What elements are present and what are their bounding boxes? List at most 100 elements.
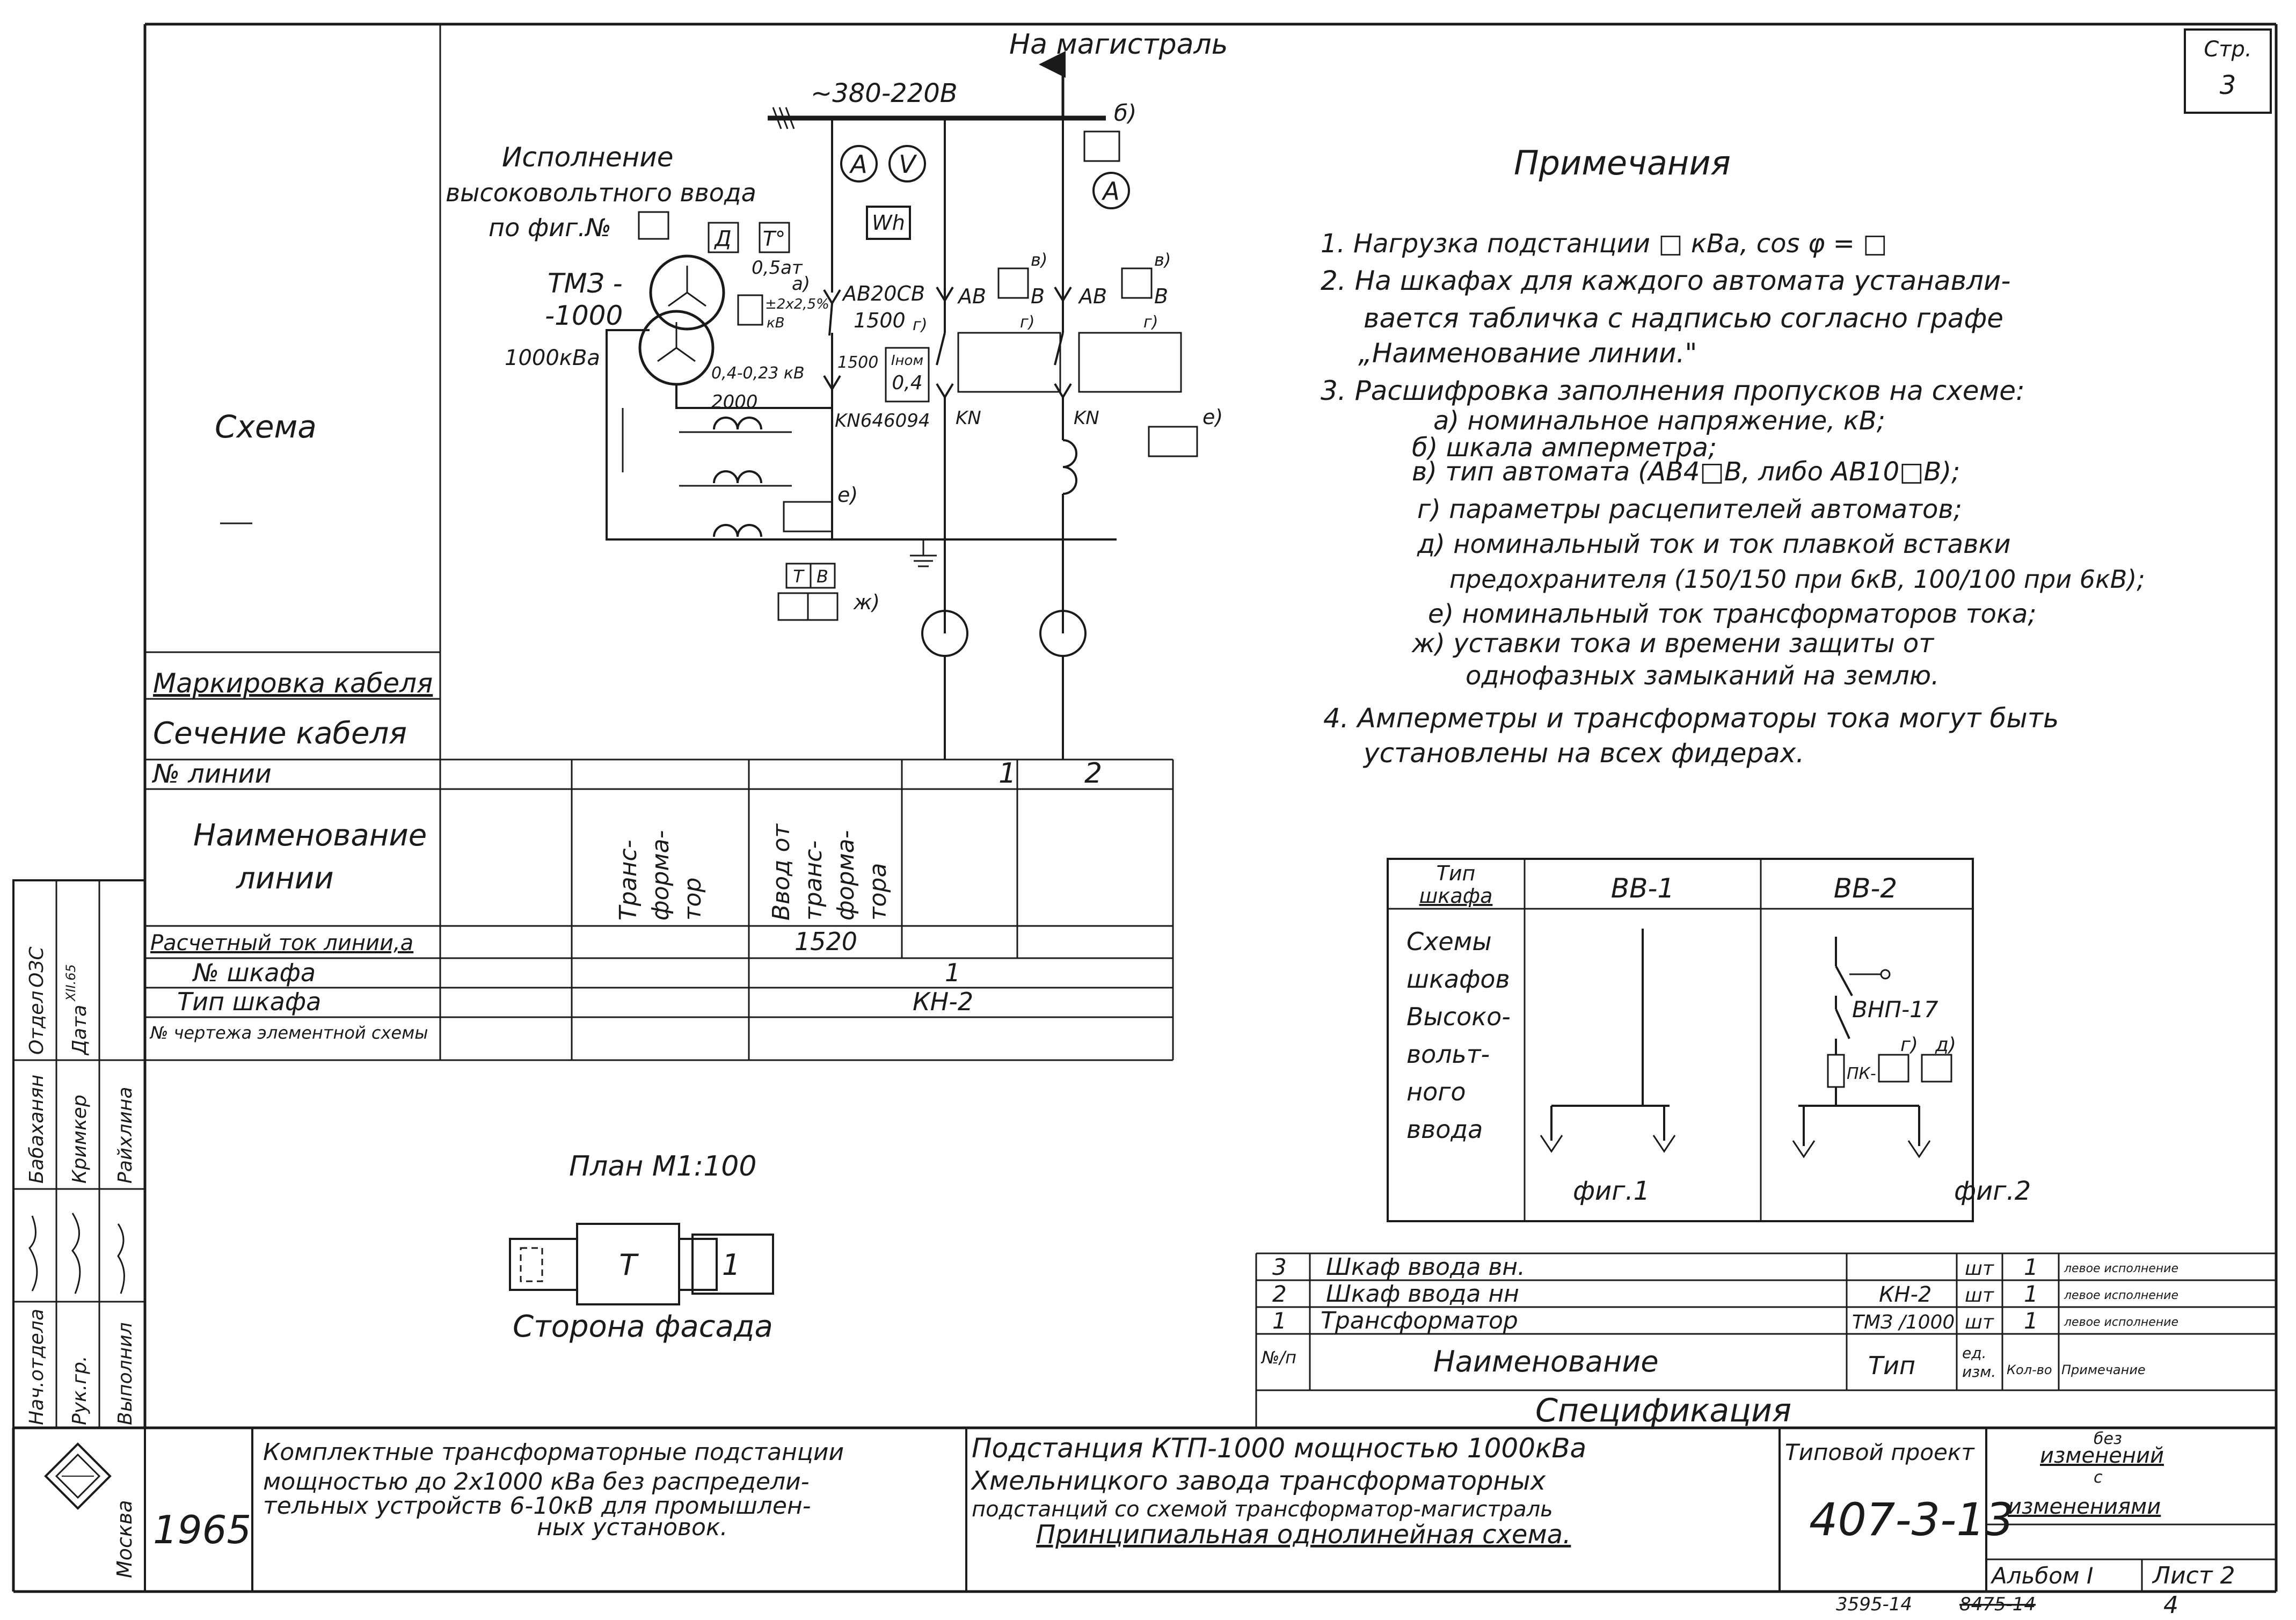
svg-text:±2х2,5%: ±2х2,5% (765, 296, 829, 312)
line-table-grid (145, 24, 1174, 1061)
transformer-type-2: -1000 (545, 300, 623, 331)
svg-text:1500: 1500 (854, 309, 906, 332)
svg-text:Нач.отдела: Нач.отдела (26, 1309, 48, 1425)
thermo-box (759, 222, 790, 253)
svg-text:установлены на всех фидерах.: установлены на всех фидерах. (1362, 738, 1804, 769)
sheet-number-box: Стр. 3 (2184, 28, 2272, 114)
svg-text:Кол-во: Кол-во (2007, 1362, 2052, 1377)
svg-text:ж) уставки тока и времени защи: ж) уставки тока и времени защиты от (1411, 629, 1935, 659)
svg-text:вольт-: вольт- (1406, 1040, 1490, 1069)
svg-text:ных установок.: ных установок. (537, 1514, 727, 1541)
facade-label: Сторона фасада (513, 1309, 773, 1344)
ammeter-icon (840, 145, 878, 183)
project-number: 407-3-13 (1809, 1493, 2014, 1546)
svg-text:Т: Т (619, 1248, 639, 1282)
signature-stamp: Нач.отдела Рук.гр. Выполнил Бабаханян Кр… (12, 879, 146, 1429)
svg-text:Тип: Тип (1437, 862, 1476, 885)
notes-block: Примечания 1. Нагрузка подстанции □ кВа,… (1321, 143, 2145, 769)
svg-text:Райхлина: Райхлина (114, 1087, 136, 1184)
year-label: 1965 (153, 1507, 251, 1552)
title-block: Москва 1965 Комплектные трансформаторные… (44, 1428, 2276, 1619)
col-input-3: форма- (832, 830, 859, 921)
col-transformer-3: тор (679, 878, 706, 921)
calc-current-value: 1520 (795, 927, 857, 956)
svg-text:0,5ат: 0,5ат (752, 257, 803, 279)
svg-text:Т: Т (793, 566, 805, 587)
svg-text:2: 2 (1272, 1281, 1287, 1307)
svg-text:шт: шт (1965, 1311, 1994, 1333)
signature-2 (71, 1213, 81, 1294)
line-no-2: 2 (1084, 757, 1102, 790)
svg-text:Выполнил: Выполнил (114, 1322, 136, 1425)
svg-text:изменений: изменений (2040, 1443, 2164, 1468)
to-main-label: На магистраль (1009, 28, 1228, 61)
svg-text:Схемы: Схемы (1406, 927, 1492, 956)
col-input-2: транс- (800, 841, 827, 921)
svg-text:XII.65: XII.65 (63, 964, 78, 1002)
svg-text:изменениями: изменениями (2008, 1494, 2161, 1519)
feeder-2: АВ в) В г) KN е) (1039, 118, 1223, 760)
svg-text:г) параметры расцепителей авто: г) параметры расцепителей автоматов; (1417, 494, 1962, 524)
single-line-diagram: На магистраль ~380-220В б) A V Wh A Испо… (446, 28, 1228, 760)
hv-cabinet-table: Тип шкафа ВВ-1 ВВ-2 Схемы шкафов Высоко-… (1387, 858, 2031, 1222)
svg-text:с: с (2094, 1468, 2103, 1487)
svg-text:ед.: ед. (1962, 1344, 1987, 1362)
svg-text:изм.: изм. (1962, 1363, 1996, 1381)
svg-text:1: 1 (2024, 1308, 2038, 1334)
svg-text:г): г) (1143, 313, 1158, 332)
institute-logo-icon (44, 1442, 112, 1510)
line-name-label-1: Наименование (193, 818, 427, 853)
svg-text:шкафа: шкафа (1419, 884, 1493, 908)
ammeter-2-icon (1092, 172, 1130, 209)
svg-text:б) шкала амперметра;: б) шкала амперметра; (1412, 433, 1717, 463)
svg-text:Принципиальная однолинейная сх: Принципиальная однолинейная схема. (1036, 1520, 1571, 1550)
svg-text:Типовой проект: Типовой проект (1785, 1439, 1975, 1465)
svg-text:вается табличка с надписью сог: вается табличка с надписью согласно граф… (1364, 303, 2003, 334)
svg-text:2000: 2000 (711, 391, 758, 413)
org-label: Москва (113, 1500, 136, 1578)
svg-text:ПК-: ПК- (1847, 1064, 1876, 1083)
specification-table: 3 Шкаф ввода вн. шт 1 левое исполнение 2… (1255, 1252, 2276, 1429)
svg-text:1: 1 (2024, 1254, 2038, 1280)
svg-text:ВНП-17: ВНП-17 (1852, 996, 1938, 1023)
svg-text:Отдел: Отдел (26, 991, 48, 1055)
plan-cabinet (691, 1234, 774, 1295)
voltmeter-icon (888, 145, 926, 183)
svg-text:без: без (2094, 1429, 2122, 1448)
cabinet-no-label: № шкафа (192, 958, 316, 987)
gas-relay-box (708, 222, 739, 253)
schema-label: Схема (215, 408, 317, 445)
svg-text:левое исполнение: левое исполнение (2064, 1262, 2178, 1275)
svg-text:8475-14: 8475-14 (1959, 1594, 2036, 1615)
svg-text:левое исполнение: левое исполнение (2064, 1316, 2178, 1329)
svg-text:КН-2: КН-2 (1879, 1282, 1931, 1307)
svg-text:левое исполнение: левое исполнение (2064, 1289, 2178, 1302)
cabinet-type-label: Тип шкафа (177, 987, 321, 1016)
hv-execution-2: высоковольтного ввода (446, 178, 756, 207)
svg-text:Тип: Тип (1868, 1351, 1915, 1380)
svg-text:3: 3 (1272, 1254, 1287, 1280)
drawing-no-label: № чертежа элементной схемы (149, 1023, 428, 1043)
svg-text:2. На шкафах для каждого автом: 2. На шкафах для каждого автомата устана… (1321, 265, 2010, 296)
svg-text:шкафов: шкафов (1406, 965, 1510, 994)
calc-current-label: Расчетный ток линии,а (150, 931, 413, 955)
svg-text:а) номинальное напряжение, кВ;: а) номинальное напряжение, кВ; (1433, 406, 1885, 436)
svg-text:Wh: Wh (872, 211, 905, 235)
svg-text:ОЗС: ОЗС (26, 946, 48, 988)
svg-text:3595-14: 3595-14 (1836, 1594, 1912, 1615)
feeder-2-kn-label: KN (1074, 407, 1099, 429)
svg-text:3. Расшифровка заполнения проп: 3. Расшифровка заполнения пропусков на с… (1321, 375, 2025, 406)
svg-text:кВ: кВ (767, 315, 785, 331)
transformer-type-1: ТМЗ - (548, 268, 623, 299)
plan-title: План М1:100 (569, 1150, 756, 1183)
svg-text:г): г) (913, 316, 927, 334)
transformer-primary-winding (649, 254, 725, 331)
col-input-1: Ввод от (768, 823, 795, 921)
svg-text:подстанций со схемой трансформ: подстанций со схемой трансформатор-магис… (972, 1497, 1553, 1522)
svg-text:предохранителя (150/150 при 6к: предохранителя (150/150 при 6кВ, 100/100… (1449, 565, 2145, 594)
sheet-label-2: Лист 2 (2152, 1562, 2235, 1589)
cable-marking-label: Маркировка кабеля (153, 668, 433, 699)
svg-text:В: В (1031, 284, 1045, 308)
svg-text:тельных устройств 6-10кВ для п: тельных устройств 6-10кВ для промышлен- (263, 1492, 811, 1520)
